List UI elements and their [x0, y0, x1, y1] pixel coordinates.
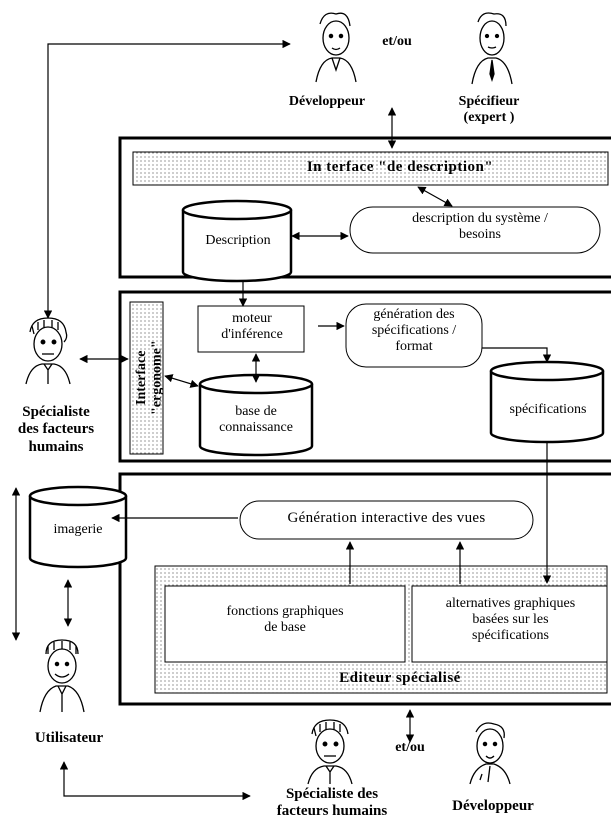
arrow-specialist-to-developer	[43, 39, 291, 319]
connectors	[11, 39, 552, 801]
generation-specs-box	[345, 303, 483, 368]
base-connaissance-label: base de connaissance	[219, 404, 293, 436]
imagerie-database	[28, 485, 128, 569]
interface-ergonome-label: Interface "ergonome"	[134, 340, 165, 416]
person-icon	[39, 639, 85, 713]
fonctions-graphiques-box	[164, 585, 406, 663]
specifications-db-label: spécifications	[509, 402, 587, 417]
description-system-label: description du système / besoins	[412, 211, 548, 243]
description-db-label: Description	[205, 233, 271, 248]
panel-editor	[118, 472, 611, 706]
person-icon	[469, 722, 511, 785]
person-icon	[25, 317, 71, 385]
generation-vues-box	[239, 500, 534, 540]
generation-vues-label: Génération interactive des vues	[287, 510, 486, 526]
generation-specs-label: génération des spécifications / format	[371, 307, 457, 355]
arrow-ergonome-base	[164, 374, 199, 388]
description-system-box	[349, 206, 601, 254]
specifieur-label: Spécifieur (expert )	[458, 94, 520, 126]
person-icon	[471, 12, 513, 85]
specialiste-left-label: Spécialiste des facteurs humains	[17, 404, 95, 455]
specialiste-bottom-label: Spécialiste des facteurs humains	[276, 786, 388, 820]
person-icon	[315, 12, 357, 83]
knowledge-database	[198, 373, 314, 457]
utilisateur-label: Utilisateur	[34, 730, 104, 746]
developpeur-top-label: Développeur	[288, 94, 366, 109]
imagerie-label: imagerie	[53, 522, 103, 537]
alternatives-label: alternatives graphiques basées sur les s…	[445, 596, 576, 644]
interface-description-title: In terface "de description"	[306, 159, 494, 175]
arrow-utilisateur-bottom	[59, 761, 251, 801]
moteur-label: moteur d'inférence	[221, 311, 283, 343]
or-label-top: et/ou	[382, 34, 412, 49]
or-label-bottom: et/ou	[395, 740, 425, 755]
developpeur-bottom-label: Développeur	[452, 798, 534, 814]
arrow-band-system	[417, 186, 453, 207]
panel-knowledge	[118, 290, 611, 463]
specifications-database	[489, 360, 605, 444]
arrow-generation-specs	[482, 347, 552, 363]
alternatives-box	[411, 585, 608, 663]
editeur-label: Editeur spécialisé	[339, 670, 461, 686]
person-icon	[307, 719, 353, 785]
interface-ergonome-band	[129, 301, 164, 455]
fonctions-graphiques-label: fonctions graphiques de base	[226, 604, 344, 636]
